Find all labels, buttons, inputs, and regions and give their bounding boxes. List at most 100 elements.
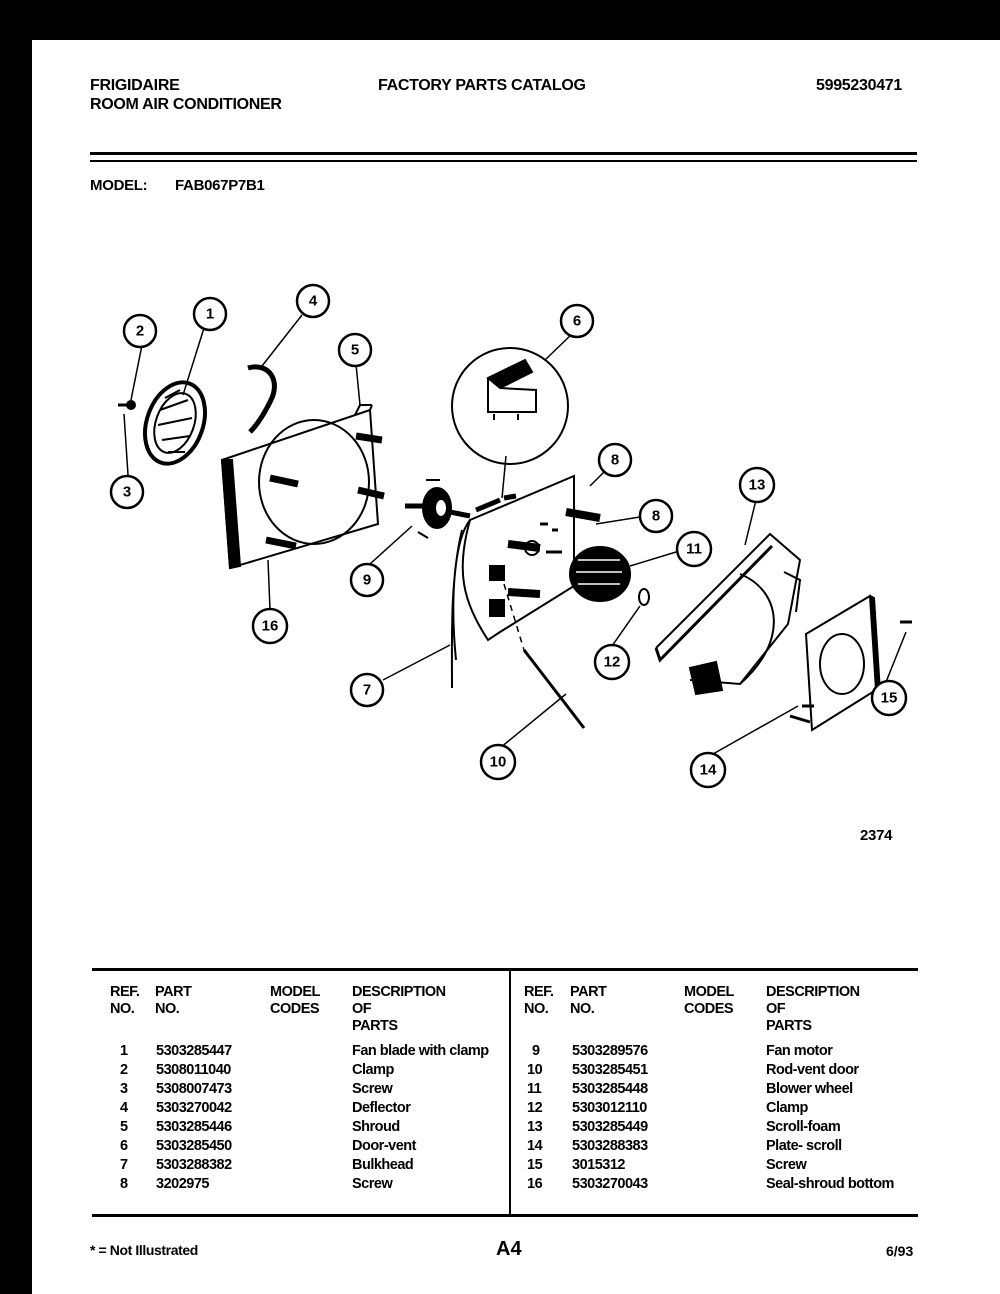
model-label: MODEL: (90, 177, 148, 194)
header-codes-right: CODES (684, 1001, 734, 1017)
callout-3: 3 (109, 474, 145, 510)
part-no: 5303285448 (572, 1081, 648, 1097)
catalog-title: FACTORY PARTS CATALOG (378, 77, 586, 94)
callout-group: 1 2 3 4 5 6 7 8 8 9 10 11 12 13 14 15 16 (109, 283, 908, 789)
blower-wheel-part (569, 546, 631, 602)
ref-no: 3 (120, 1081, 128, 1097)
model-number: FAB067P7B1 (175, 177, 265, 194)
part-no: 5308007473 (156, 1081, 232, 1097)
part-no: 5303288383 (572, 1138, 648, 1154)
header-of-parts-right: OF PARTS (766, 1001, 812, 1034)
svg-text:8: 8 (652, 508, 660, 525)
part-description: Clamp (766, 1100, 808, 1116)
svg-text:6: 6 (573, 313, 581, 330)
ref-no: 4 (120, 1100, 128, 1116)
bulkhead-part (450, 474, 601, 689)
part-description: Shroud (352, 1119, 400, 1135)
callout-10: 10 (479, 743, 517, 781)
page-number: A4 (496, 1238, 522, 1260)
part-description: Plate- scroll (766, 1138, 842, 1154)
header-description-right: DESCRIPTION (766, 984, 860, 1000)
table-column-divider (509, 970, 511, 1214)
rod-vent-part (522, 649, 586, 729)
header-rule-bottom (90, 160, 917, 162)
part-no: 3202975 (156, 1176, 209, 1192)
header-ref: REF. (110, 984, 140, 1000)
part-no: 5303270043 (572, 1176, 648, 1192)
fan-blade (143, 380, 207, 466)
part-no: 5303289576 (572, 1043, 648, 1059)
header-ref-no-right: NO. (524, 1001, 549, 1017)
callout-1: 1 (192, 296, 228, 332)
ref-no: 14 (527, 1138, 543, 1154)
revision-date: 6/93 (886, 1243, 914, 1259)
product-name: ROOM AIR CONDITIONER (90, 96, 282, 113)
part-no: 5303285446 (156, 1119, 232, 1135)
callout-14: 14 (689, 751, 727, 789)
catalog-number: 5995230471 (816, 77, 902, 94)
callout-12: 12 (593, 643, 631, 681)
part-description: Fan motor (766, 1043, 833, 1059)
callout-6: 6 (559, 303, 595, 339)
callout-8-screw: 8 (597, 442, 633, 478)
rod-vent-line (503, 583, 525, 651)
part-no: 5308011040 (156, 1062, 231, 1078)
table-rule-top (92, 968, 918, 971)
header-model-right: MODEL (684, 984, 734, 1000)
svg-text:10: 10 (490, 754, 507, 771)
catalog-page: FRIGIDAIRE ROOM AIR CONDITIONER FACTORY … (32, 40, 1000, 1294)
part-no: 5303270042 (156, 1100, 232, 1116)
part-no: 5303285451 (572, 1062, 648, 1078)
header-ref-right: REF. (524, 984, 554, 1000)
header-codes: CODES (270, 1001, 320, 1017)
exploded-parts-diagram: 1 2 3 4 5 6 7 8 8 9 10 11 12 13 14 15 16 (109, 283, 912, 789)
shroud-part (220, 404, 385, 570)
svg-text:9: 9 (363, 572, 371, 589)
ref-no: 16 (527, 1176, 543, 1192)
svg-text:2: 2 (136, 323, 144, 340)
ref-no: 7 (120, 1157, 128, 1173)
header-part: PART (155, 984, 192, 1000)
ref-no: 6 (120, 1138, 128, 1154)
figure-number: 2374 (860, 827, 893, 844)
header-part-no: NO. (155, 1001, 180, 1017)
part-no: 5303288382 (156, 1157, 232, 1173)
ref-no: 9 (532, 1043, 540, 1059)
ref-no: 12 (527, 1100, 543, 1116)
callout-9: 9 (349, 562, 385, 598)
callout-16: 16 (251, 607, 289, 645)
callout-2: 2 (122, 313, 158, 349)
part-description: Clamp (352, 1062, 394, 1078)
part-description: Screw (352, 1176, 393, 1192)
door-vent-inset-circle (451, 347, 569, 465)
part-no: 5303285449 (572, 1119, 648, 1135)
fan-motor-part (405, 479, 471, 539)
callout-7: 7 (349, 672, 385, 708)
door-vent-part (486, 358, 537, 420)
header-of-parts: OF PARTS (352, 1001, 398, 1034)
svg-text:7: 7 (363, 682, 371, 699)
callout-4: 4 (295, 283, 331, 319)
ref-no: 15 (527, 1157, 543, 1173)
part-description: Screw (352, 1081, 393, 1097)
part-no: 5303012110 (572, 1100, 647, 1116)
ref-no: 5 (120, 1119, 128, 1135)
clamp-part (126, 400, 136, 410)
callout-13: 13 (738, 466, 776, 504)
ref-no: 8 (120, 1176, 128, 1192)
svg-text:16: 16 (262, 618, 279, 635)
ref-no: 2 (120, 1062, 128, 1078)
part-no: 5303285450 (156, 1138, 232, 1154)
header-part-no-right: NO. (570, 1001, 595, 1017)
ref-no: 11 (527, 1081, 542, 1097)
header-description: DESCRIPTION (352, 984, 446, 1000)
ref-no: 13 (527, 1119, 543, 1135)
part-description: Deflector (352, 1100, 411, 1116)
ref-no: 1 (120, 1043, 128, 1059)
header-rule-top (90, 152, 917, 155)
brand-name: FRIGIDAIRE (90, 77, 180, 94)
header-model: MODEL (270, 984, 320, 1000)
callout-11: 11 (675, 530, 713, 568)
deflector-part (247, 364, 277, 434)
svg-text:1: 1 (206, 306, 214, 323)
